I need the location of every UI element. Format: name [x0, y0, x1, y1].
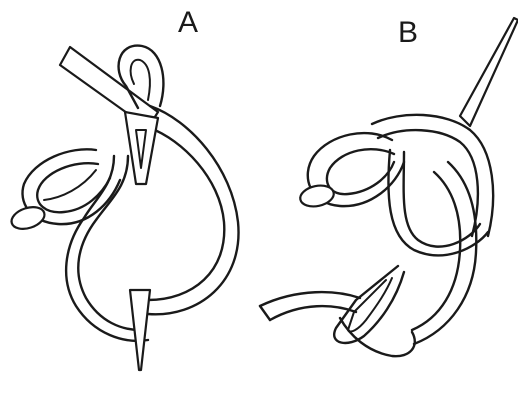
- panel-a-bead: [9, 203, 48, 233]
- panel-b: B: [260, 16, 518, 356]
- panel-b-needle: [460, 18, 518, 126]
- panel-a: A: [9, 6, 239, 370]
- panel-a-eye-needle: [125, 112, 158, 184]
- panel-b-lower-loop: [334, 266, 415, 356]
- panel-a-main-loop: [148, 106, 239, 314]
- panel-b-knot-body: [388, 150, 488, 344]
- panel-b-label: B: [398, 16, 418, 49]
- panel-a-label: A: [178, 6, 198, 39]
